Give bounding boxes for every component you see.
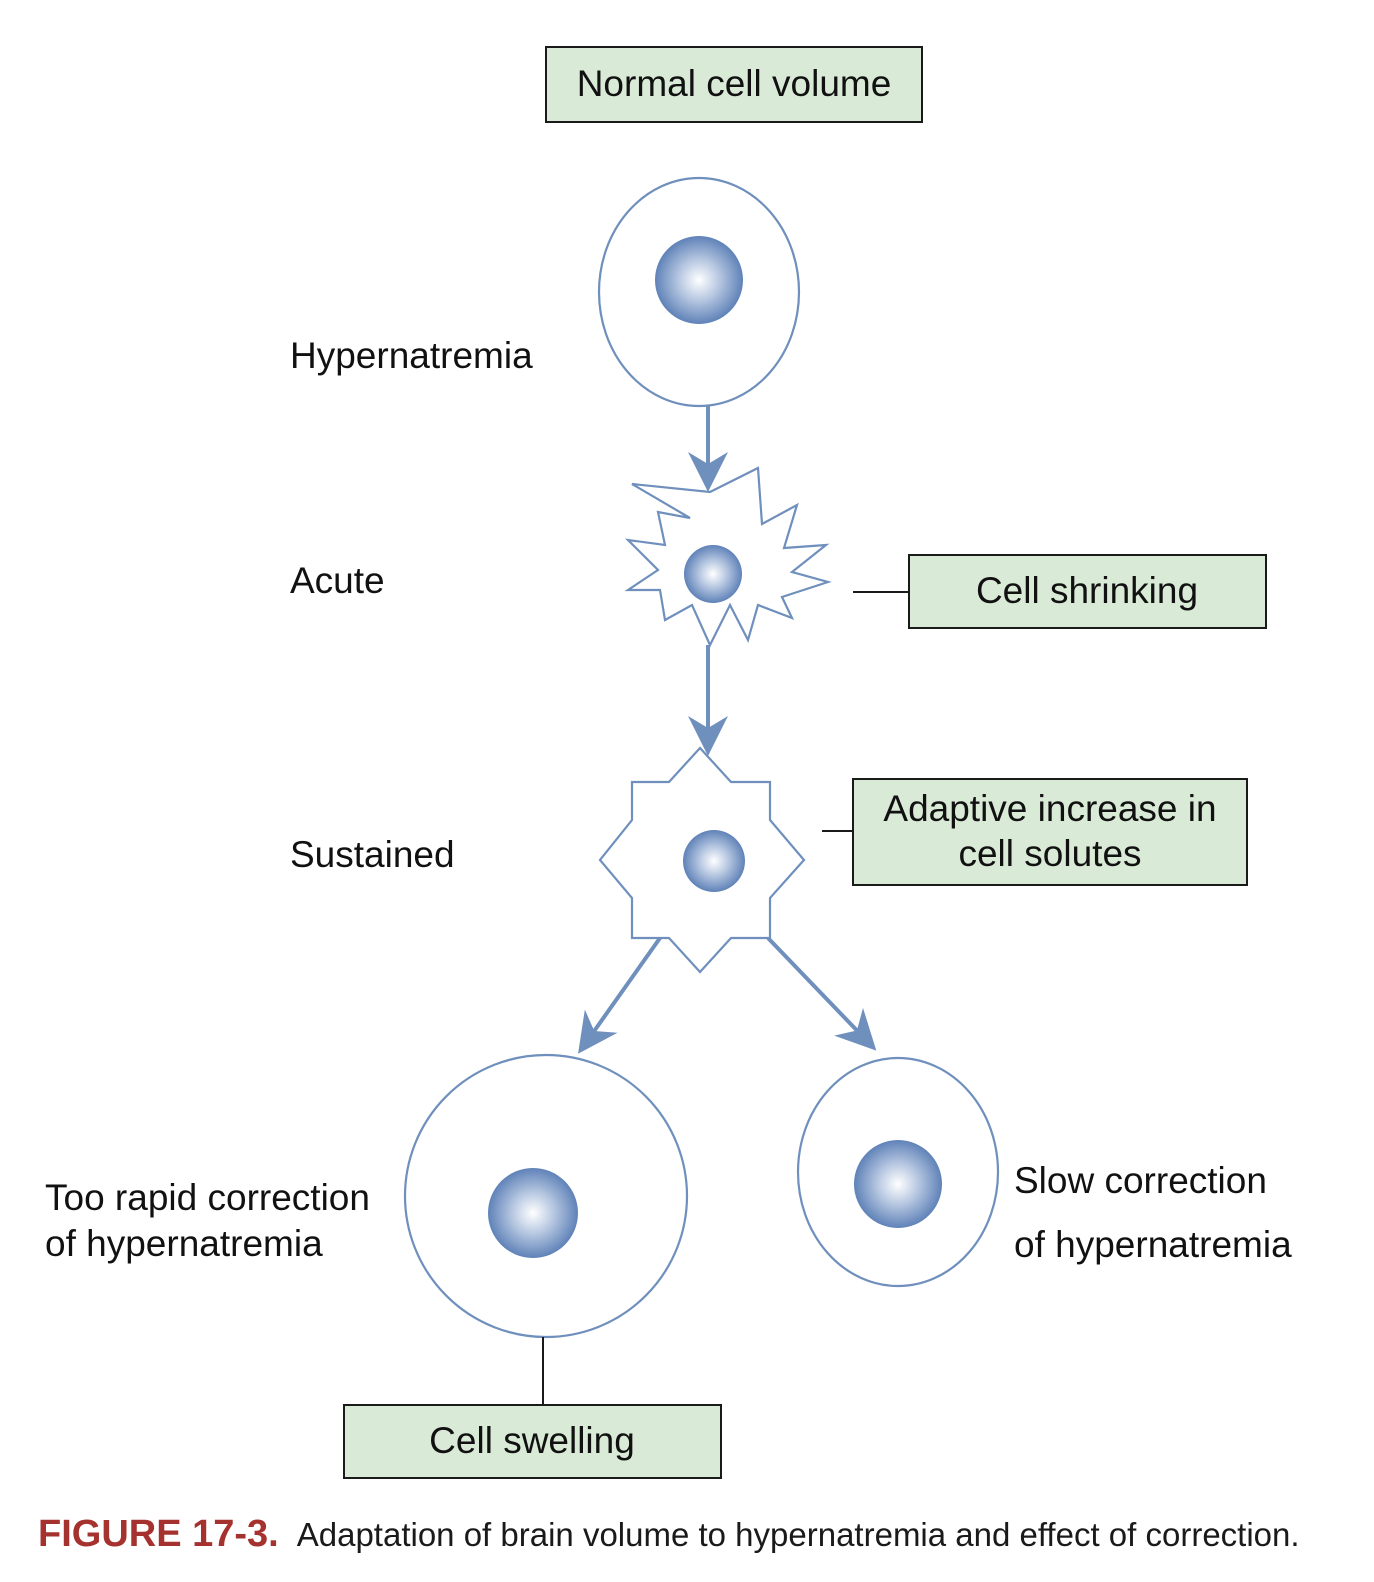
adaptive-increase-text-line1: Adaptive increase in — [883, 788, 1216, 829]
rapid-correction-label-line2: of hypernatremia — [45, 1223, 323, 1264]
cell-swelling-box: Cell swelling — [343, 1404, 722, 1479]
normal-cell-volume-text: Normal cell volume — [577, 63, 892, 104]
normal-cell-volume-box: Normal cell volume — [545, 46, 923, 123]
acute-label: Acute — [290, 560, 385, 601]
slow-correction-label-line1: Slow correction — [1014, 1160, 1267, 1201]
swollen-cell — [403, 1053, 689, 1339]
adaptive-increase-box: Adaptive increase in cell solutes — [852, 778, 1248, 886]
swollen-cell-nucleus — [488, 1168, 578, 1258]
slow-correction-cell — [796, 1056, 1000, 1288]
acute-cell-nucleus — [684, 545, 742, 603]
cell-swelling-text: Cell swelling — [429, 1420, 635, 1461]
cell-shrinking-box: Cell shrinking — [908, 554, 1267, 629]
arrow-to-slow-correction — [766, 936, 877, 1051]
cell-shrinking-text: Cell shrinking — [976, 570, 1198, 611]
slow-correction-label-line2: of hypernatremia — [1014, 1224, 1292, 1265]
slow-correction-cell-nucleus — [854, 1140, 942, 1228]
figure-caption-text: Adaptation of brain volume to hypernatre… — [297, 1516, 1300, 1553]
rapid-correction-label-line1: Too rapid correction — [45, 1177, 370, 1218]
hypernatremia-label: Hypernatremia — [290, 335, 533, 376]
figure-caption: FIGURE 17-3. Adaptation of brain volume … — [38, 1513, 1300, 1555]
sustained-cell-nucleus — [683, 830, 745, 892]
normal-cell-nucleus — [655, 236, 743, 324]
sustained-label: Sustained — [290, 834, 455, 875]
adaptive-increase-text-line2: cell solutes — [958, 833, 1141, 874]
acute-shrunken-cell — [624, 466, 832, 648]
arrow-to-rapid-correction — [578, 936, 662, 1054]
normal-cell — [597, 176, 801, 408]
sustained-adapted-cell — [598, 746, 806, 974]
figure-number: FIGURE 17-3. — [38, 1513, 279, 1555]
